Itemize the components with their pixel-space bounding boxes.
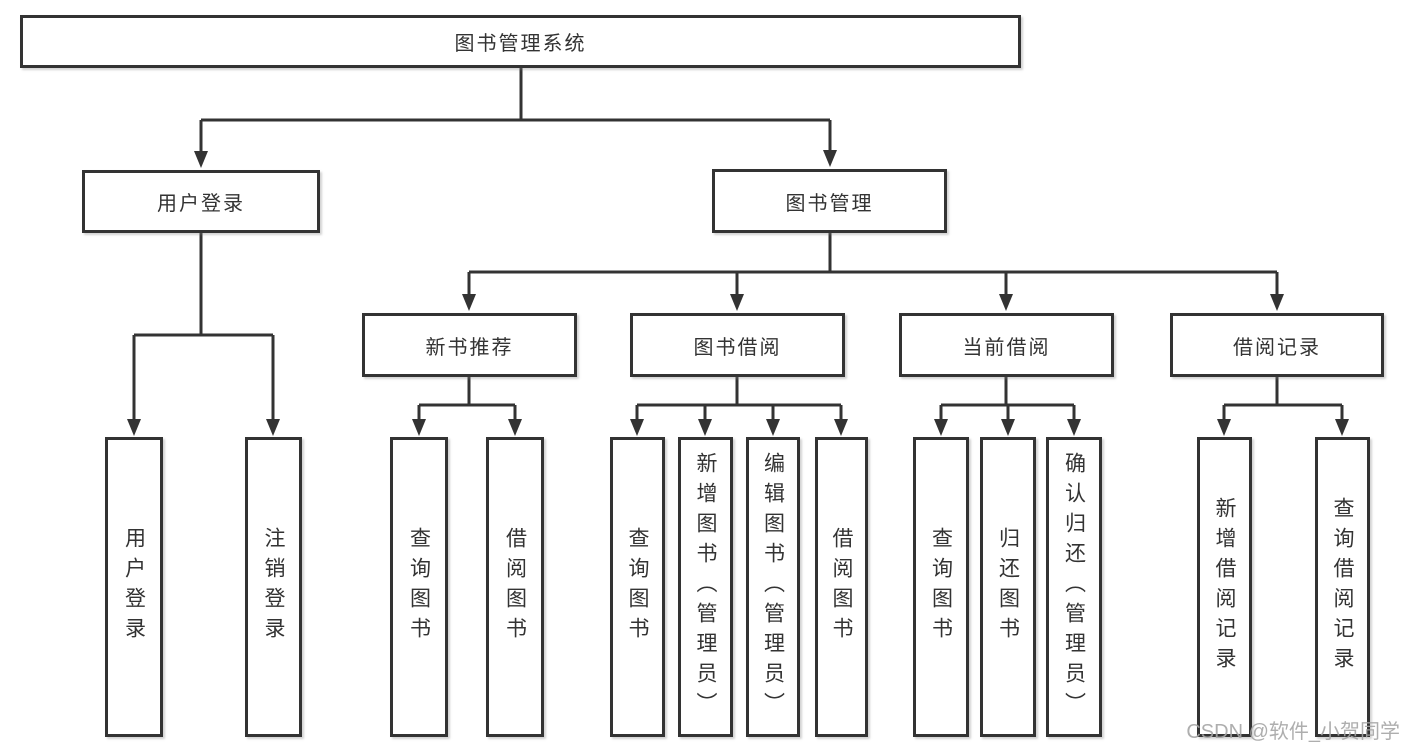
leaf-query-books-recommend: 查询图书 <box>390 437 448 737</box>
leaf-query-borrow-record: 查询借阅记录 <box>1315 437 1370 737</box>
leaf-return-books: 归还图书 <box>980 437 1036 737</box>
node-new-book-recommend-label: 新书推荐 <box>425 336 514 359</box>
leaf-borrow-books-label: 借阅图书 <box>830 527 853 647</box>
leaf-edit-books-admin-label: 编辑图书（管理员） <box>761 452 785 722</box>
leaf-add-books-admin-label: 新增图书（管理员） <box>694 452 717 722</box>
node-borrow-records: 借阅记录 <box>1170 313 1384 377</box>
csdn-watermark: CSDN @软件_小贺同学 <box>1186 721 1400 743</box>
node-current-borrow-label: 当前借阅 <box>962 336 1051 359</box>
leaf-query-borrow-record-label: 查询借阅记录 <box>1331 497 1354 677</box>
leaf-borrow-books-recommend: 借阅图书 <box>486 437 544 737</box>
leaf-query-books-borrow-label: 查询图书 <box>626 527 649 647</box>
node-book-borrow-label: 图书借阅 <box>693 336 782 359</box>
leaf-logout: 注销登录 <box>245 437 302 737</box>
leaf-user-login-label: 用户登录 <box>122 527 146 647</box>
node-borrow-records-label: 借阅记录 <box>1233 336 1321 359</box>
leaf-query-books-current-label: 查询图书 <box>929 527 953 647</box>
arrowhead-group <box>127 150 1349 436</box>
node-current-borrow: 当前借阅 <box>899 313 1114 377</box>
leaf-add-borrow-record: 新增借阅记录 <box>1197 437 1252 737</box>
leaf-query-books-borrow: 查询图书 <box>610 437 665 737</box>
node-book-borrow: 图书借阅 <box>630 313 845 377</box>
leaf-borrow-books: 借阅图书 <box>815 437 868 737</box>
leaf-query-books-recommend-label: 查询图书 <box>407 527 431 647</box>
node-root-label: 图书管理系统 <box>454 33 587 55</box>
leaf-edit-books-admin: 编辑图书（管理员） <box>746 437 800 737</box>
leaf-query-books-current: 查询图书 <box>913 437 969 737</box>
node-root: 图书管理系统 <box>20 15 1021 68</box>
leaf-add-borrow-record-label: 新增借阅记录 <box>1213 497 1236 677</box>
leaf-borrow-books-recommend-label: 借阅图书 <box>503 527 527 647</box>
node-new-book-recommend: 新书推荐 <box>362 313 577 377</box>
node-book-management: 图书管理 <box>712 169 947 233</box>
leaf-add-books-admin: 新增图书（管理员） <box>678 437 733 737</box>
leaf-return-books-label: 归还图书 <box>996 527 1020 647</box>
leaf-confirm-return-admin-label: 确认归还（管理员） <box>1062 452 1086 722</box>
node-user-login-label: 用户登录 <box>157 193 245 215</box>
leaf-confirm-return-admin: 确认归还（管理员） <box>1046 437 1102 737</box>
leaf-logout-label: 注销登录 <box>262 527 285 647</box>
node-user-login: 用户登录 <box>82 170 320 233</box>
leaf-user-login: 用户登录 <box>105 437 163 737</box>
node-book-management-label: 图书管理 <box>785 192 874 215</box>
